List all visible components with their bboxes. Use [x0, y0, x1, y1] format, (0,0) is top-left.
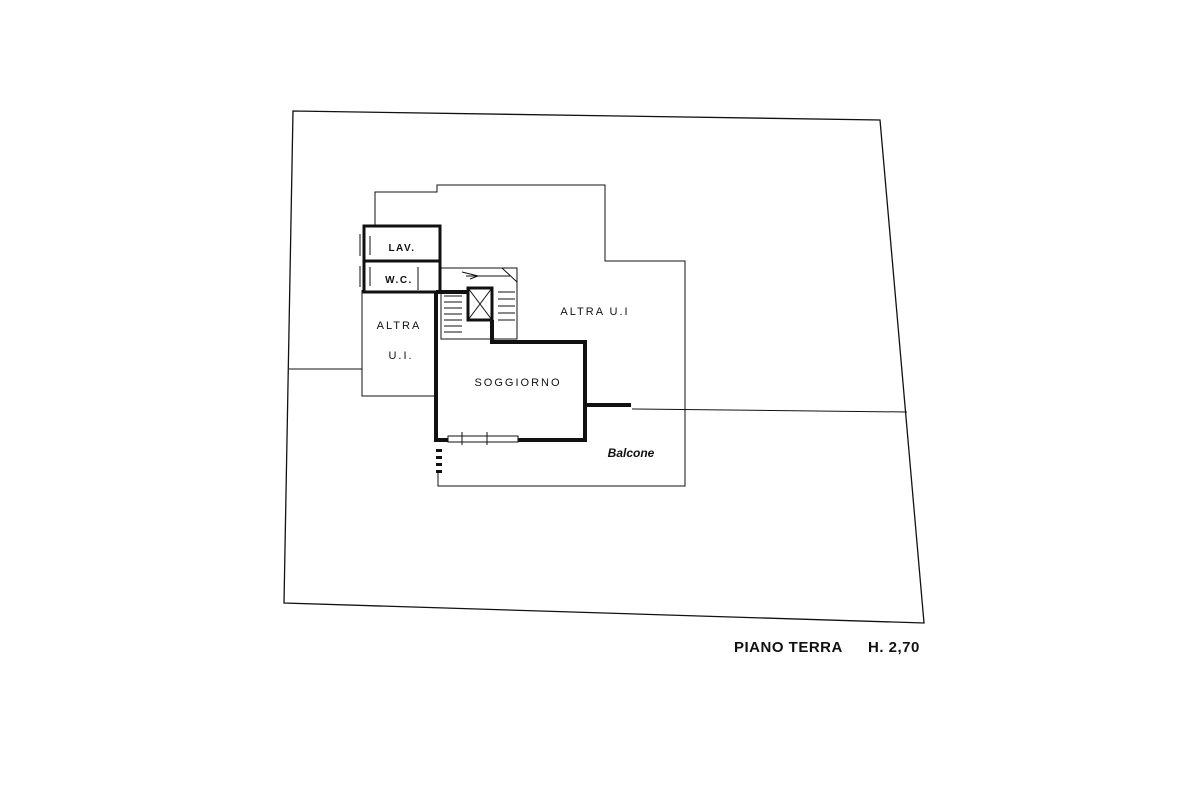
left-unit-outline [361, 290, 434, 397]
lav-wc-block [362, 224, 442, 294]
floor-height: H. 2,70 [868, 639, 920, 656]
room-label-lav: LAV. [388, 243, 415, 254]
stair-arrow [461, 271, 480, 280]
stair-core [440, 267, 518, 340]
stair-treads [444, 267, 518, 333]
lot-divider-right [631, 408, 908, 413]
soggiorno-walls [434, 292, 587, 442]
building-outline [374, 184, 686, 487]
lot-boundary [283, 110, 925, 624]
balcony-steps [436, 449, 442, 473]
floor-caption: PIANO TERRA [734, 639, 843, 656]
lift-cross-b [467, 287, 493, 321]
room-label-altra-ui-left-1: ALTRA [377, 320, 422, 332]
room-label-balcone: Balcone [608, 446, 655, 460]
room-label-soggiorno: SOGGIORNO [474, 377, 561, 389]
lift-shaft [466, 286, 494, 322]
balcony-door [447, 435, 519, 443]
room-label-wc: W.C. [385, 275, 413, 286]
room-label-altra-ui-left-2: U.I. [388, 350, 413, 362]
room-label-altra-ui-right: ALTRA U.I [560, 306, 629, 318]
